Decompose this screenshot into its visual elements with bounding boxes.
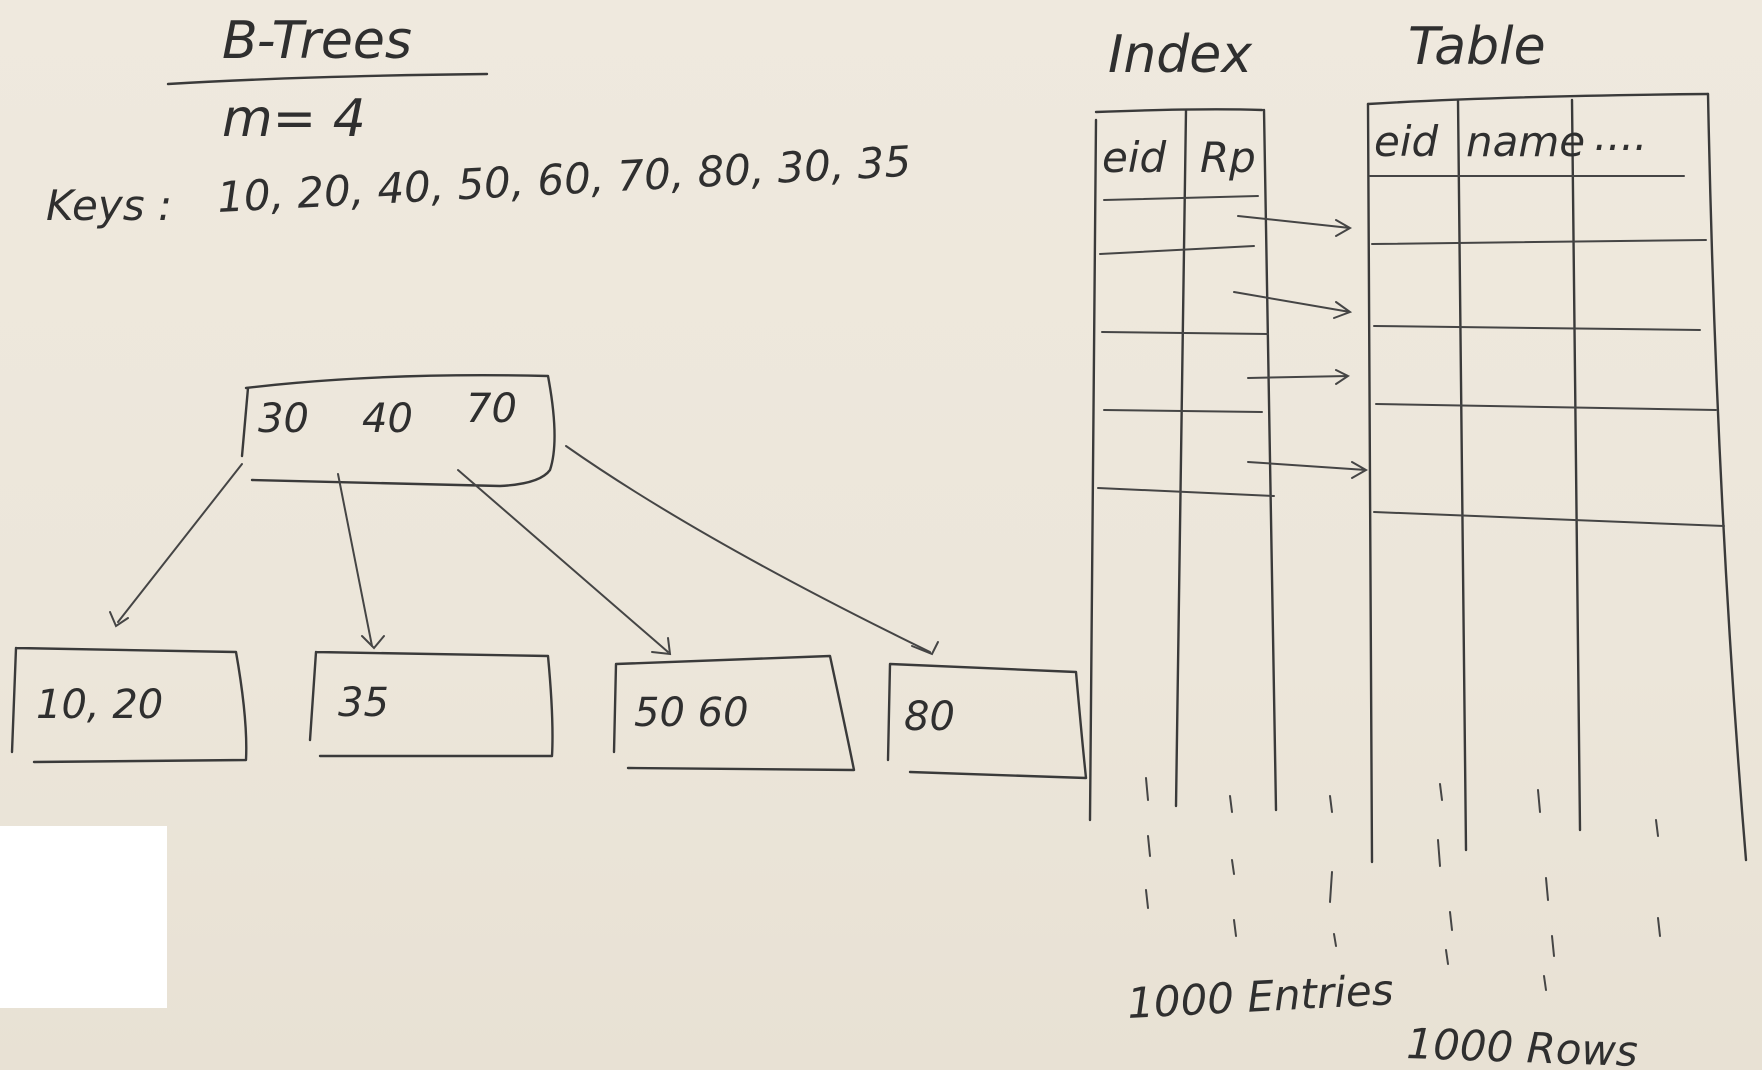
btree-root-node: 30 40 70 [240, 374, 556, 488]
index-left-border [1088, 118, 1098, 822]
pointer-arrow [1233, 291, 1353, 319]
edge-arrow [117, 463, 243, 623]
table-column-divider [1570, 98, 1582, 832]
pointer-arrow [1247, 369, 1350, 385]
index-col-header: eid [1102, 133, 1167, 182]
table-right-border [1706, 92, 1748, 862]
table-left-border [1366, 102, 1374, 864]
table-row-line [1373, 511, 1725, 527]
table-column-divider [1456, 98, 1468, 852]
row-pointer-arrows [1233, 215, 1369, 479]
keys-label: Keys : [46, 181, 172, 230]
index-structure: Index eid Rp 1000 Entries [1088, 25, 1395, 1028]
table-col-header: eid [1374, 117, 1439, 166]
title: B-Trees [222, 11, 412, 71]
index-column-divider [1174, 108, 1188, 808]
index-right-border [1262, 108, 1278, 812]
btree-leaf-node: 50 60 [612, 654, 856, 772]
btree-leaf-node: 10, 20 [10, 646, 248, 764]
edge-arrow [337, 473, 373, 647]
data-table: Table eid name .... 1000 Rows [1366, 17, 1748, 1070]
index-continuation-marks [1145, 777, 1337, 947]
leaf-keys: 10, 20 [36, 682, 163, 728]
table-row-line [1371, 239, 1707, 245]
root-key: 70 [466, 386, 517, 432]
index-row-line [1101, 331, 1269, 335]
edge-arrow [565, 445, 931, 653]
index-col-header: Rp [1200, 133, 1256, 182]
table-footer: 1000 Rows [1406, 1019, 1639, 1070]
order-label: m= 4 [222, 89, 366, 149]
edge-arrow [457, 469, 669, 653]
index-row-line [1103, 409, 1263, 413]
root-key: 40 [362, 396, 413, 442]
index-row-line [1099, 245, 1255, 255]
btree-leaf-node: 35 [308, 650, 554, 758]
arrow-head [911, 641, 939, 656]
leaf-keys: 50 60 [634, 690, 749, 736]
keys-sequence: 10, 20, 40, 50, 60, 70, 80, 30, 35 [216, 137, 912, 222]
arrow-head [651, 637, 672, 656]
btree-leaf-node: 80 [886, 662, 1088, 780]
pointer-arrow [1237, 215, 1353, 237]
table-top-border [1366, 92, 1710, 106]
table-heading: Table [1408, 17, 1546, 77]
title-underline [166, 72, 489, 86]
table-row-line [1373, 325, 1701, 331]
table-continuation-marks [1437, 783, 1661, 991]
table-row-line [1375, 403, 1717, 411]
table-col-header: name [1466, 117, 1585, 166]
leaf-keys: 35 [338, 680, 389, 726]
table-col-header: .... [1594, 111, 1647, 160]
index-top-border [1094, 108, 1264, 114]
arrow-head [109, 611, 129, 628]
pointer-arrow [1247, 461, 1369, 479]
white-overlay-patch [0, 826, 167, 1008]
leaf-keys: 80 [904, 694, 955, 740]
index-heading: Index [1108, 25, 1253, 85]
root-key: 30 [258, 396, 309, 442]
index-row-line [1103, 195, 1259, 201]
btree-edges [109, 445, 939, 656]
index-row-line [1097, 487, 1275, 497]
arrow-head [361, 635, 385, 650]
index-footer: 1000 Entries [1126, 965, 1395, 1028]
